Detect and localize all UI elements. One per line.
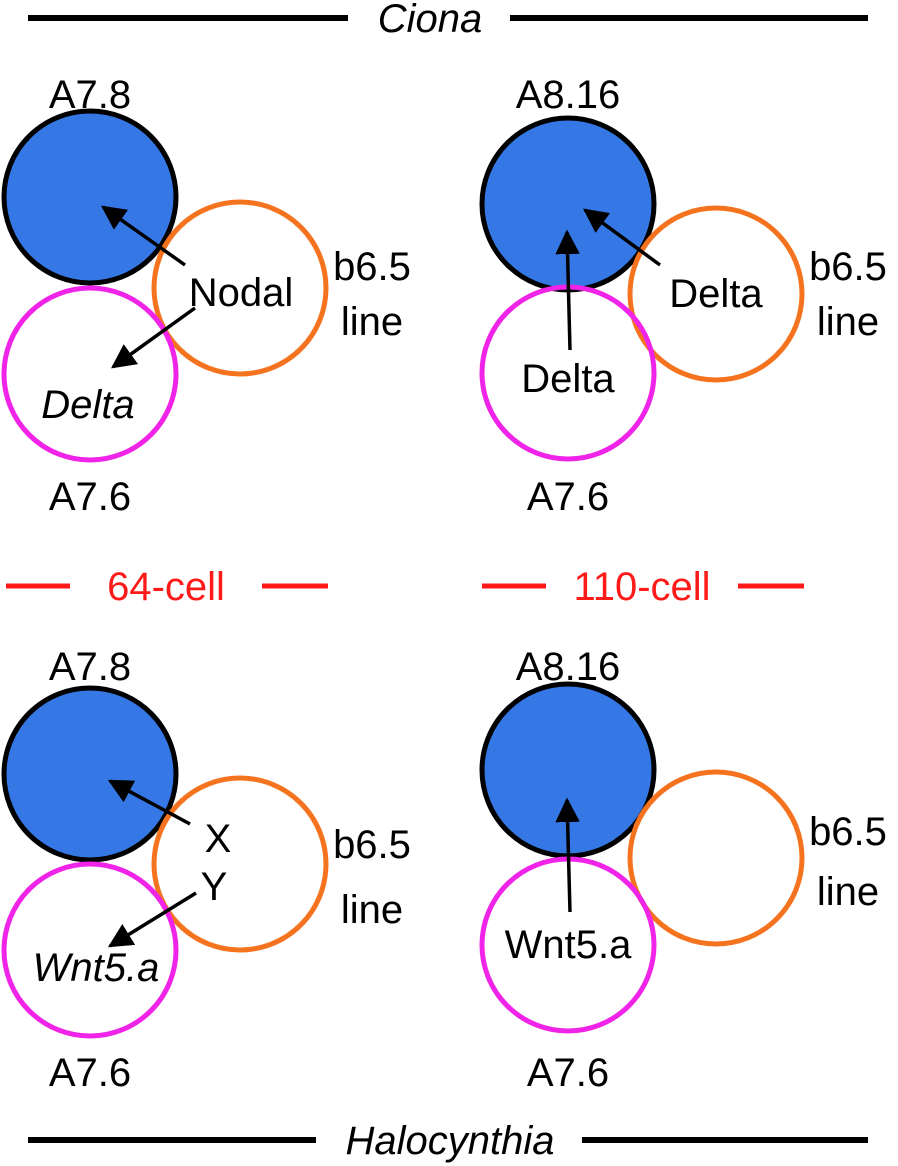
cell-b6-5-line: [151, 775, 329, 953]
label-b6-5: b6.5: [809, 245, 887, 289]
cell-a7-8: [1, 685, 179, 863]
label-line: line: [817, 870, 879, 914]
panel-ciona-110-cell: A8.16 b6.5 line Delta Delta A7.6: [479, 73, 887, 519]
arrow-signal-to-top: [100, 205, 187, 267]
label-signal: Nodal: [189, 271, 294, 315]
arrow-signal-to-bottom: [111, 306, 197, 369]
label-top-cell: A8.16: [516, 645, 621, 689]
label-bottom-cell: A7.6: [527, 1051, 609, 1095]
label-b6-5: b6.5: [333, 823, 411, 867]
arrow-magenta-to-top: [555, 229, 580, 351]
cell-b6-5-line: [627, 769, 805, 947]
label-signal-magenta: Wnt5.a: [505, 923, 632, 967]
label-signal-y: Y: [201, 865, 228, 909]
arrow-orange-to-top: [583, 208, 662, 267]
label-target: Wnt5.a: [33, 946, 160, 990]
stage-label-64-cell: 64-cell: [107, 565, 225, 609]
label-line: line: [341, 888, 403, 932]
header-title: Ciona: [378, 0, 483, 41]
label-top-cell: A7.8: [49, 73, 131, 117]
arrow-x-to-top: [107, 779, 191, 826]
label-signal-orange: Delta: [669, 272, 763, 316]
label-bottom-cell: A7.6: [49, 475, 131, 519]
label-top-cell: A7.8: [49, 645, 131, 689]
cell-b6-5-line: [627, 205, 805, 383]
label-line: line: [341, 300, 403, 344]
footer-title: Halocynthia: [345, 1119, 554, 1163]
cell-a7-6: [1, 285, 179, 463]
label-b6-5: b6.5: [333, 245, 411, 289]
panel-halocynthia-110-cell: A8.16 b6.5 line Wnt5.a A7.6: [479, 645, 887, 1095]
label-signal-magenta: Delta: [521, 357, 615, 401]
label-b6-5: b6.5: [809, 810, 887, 854]
arrow-magenta-to-top: [555, 797, 580, 913]
label-line: line: [817, 300, 879, 344]
label-bottom-cell: A7.6: [527, 475, 609, 519]
label-bottom-cell: A7.6: [49, 1051, 131, 1095]
arrow-y-to-bottom: [107, 891, 197, 948]
cell-b6-5-line: [151, 199, 329, 377]
label-top-cell: A8.16: [516, 73, 621, 117]
label-signal-x: X: [205, 817, 232, 861]
panel-ciona-64-cell: A7.8 b6.5 line Nodal Delta A7.6: [1, 73, 411, 519]
cell-a7-6: [1, 861, 179, 1039]
label-target: Delta: [41, 383, 134, 427]
cell-a7-8: [1, 108, 179, 286]
panel-halocynthia-64-cell: A7.8 b6.5 line X Y Wnt5.a A7.6: [1, 645, 411, 1095]
stage-label-110-cell: 110-cell: [573, 565, 710, 609]
